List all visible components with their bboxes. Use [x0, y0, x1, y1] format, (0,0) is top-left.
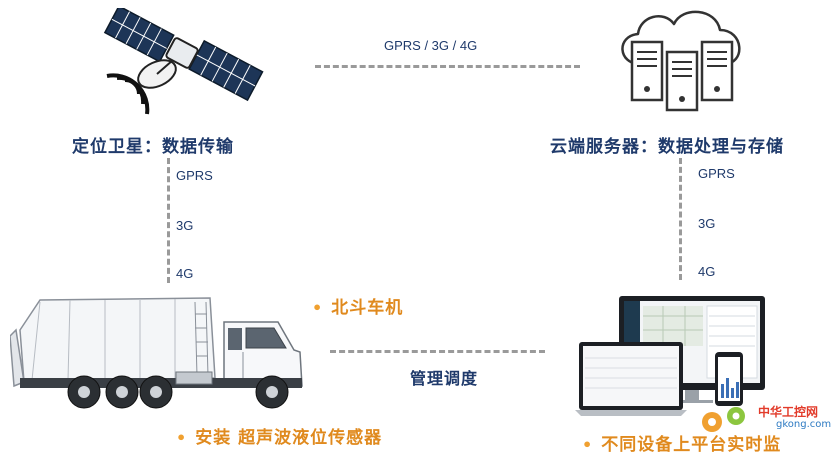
bullet-dot-icon: •: [582, 435, 594, 454]
left-link-3g: 3G: [176, 218, 194, 233]
bullet-dot-icon: •: [176, 428, 188, 447]
gear-logo-icon: [702, 407, 745, 432]
right-connector: [679, 158, 682, 280]
satellite-icon: [103, 8, 264, 115]
truck-bullet-bottom: • 安装 超声波液位传感器: [176, 423, 382, 448]
garbage-truck-image: [10, 297, 303, 409]
cloud-caption: 云端服务器：数据处理与存储: [550, 137, 784, 157]
top-link-label: GPRS / 3G / 4G: [384, 38, 478, 53]
watermark-url: gkong.com: [776, 419, 832, 430]
cloud-server-icon: [621, 10, 741, 112]
left-link-gprs: GPRS: [176, 168, 213, 183]
watermark-title: 中华工控网: [758, 405, 819, 419]
bullet-dot-icon: •: [312, 298, 324, 317]
left-link-4g: 4G: [176, 266, 194, 281]
middle-link-label: 管理调度: [410, 369, 479, 388]
devices-bullet-text: 不同设备上平台实时监: [601, 435, 782, 455]
truck-bullet-top-text: 北斗车机: [331, 298, 404, 318]
right-link-gprs: GPRS: [698, 166, 735, 181]
right-link-3g: 3G: [698, 216, 716, 231]
left-connector: [167, 158, 170, 283]
devices-bullet: • 不同设备上平台实时监: [582, 430, 781, 455]
devices-image: [575, 296, 765, 416]
truck-bullet-bottom-text: 安装 超声波液位传感器: [195, 428, 383, 448]
middle-connector: [330, 350, 545, 353]
top-connector: [315, 65, 580, 68]
right-link-4g: 4G: [698, 264, 716, 279]
satellite-caption: 定位卫星：数据传输: [72, 137, 234, 157]
truck-bullet-top: • 北斗车机: [312, 293, 403, 318]
